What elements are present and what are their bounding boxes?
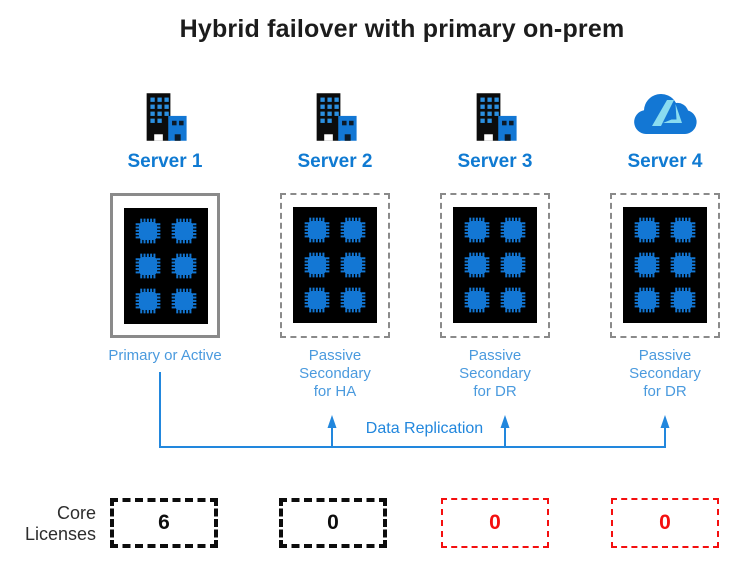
license-count-server-1: 6	[158, 511, 170, 534]
server-2-role-label: Passive Secondary for HA	[299, 347, 371, 400]
server-2-box	[280, 193, 390, 338]
data-replication-label: Data Replication	[365, 420, 484, 437]
server-3-cpu-panel	[453, 207, 537, 323]
license-box-server-4: 0	[611, 498, 719, 548]
building-icon	[316, 93, 357, 141]
server-4-cpu-panel	[623, 207, 707, 323]
server-4-role-label: Passive Secondary for DR	[629, 347, 701, 400]
server-4-chip-grid	[633, 216, 697, 314]
server-1-box	[110, 193, 220, 338]
server-column-1: Server 1	[108, 0, 222, 480]
cpu-chip-icon	[634, 252, 660, 278]
cpu-chip-icon	[340, 287, 366, 313]
cpu-chip-icon	[464, 252, 490, 278]
cpu-chip-icon	[340, 217, 366, 243]
cpu-chip-icon	[171, 218, 197, 244]
server-column-4: Server 4	[610, 0, 720, 480]
cpu-chip-icon	[135, 218, 161, 244]
server-3-name: Server 3	[457, 151, 533, 172]
cpu-chip-icon	[304, 217, 330, 243]
server-3-role-label: Passive Secondary for DR	[459, 347, 531, 400]
server-1-chip-grid	[134, 217, 198, 315]
cpu-chip-icon	[135, 288, 161, 314]
server-2-name: Server 2	[297, 151, 373, 172]
core-licenses-label: Core Licenses	[24, 503, 96, 544]
cpu-chip-icon	[464, 217, 490, 243]
azure-cloud-icon	[634, 93, 697, 134]
license-count-server-3: 0	[489, 511, 501, 534]
cpu-chip-icon	[500, 217, 526, 243]
building-icon	[476, 93, 517, 141]
cpu-chip-icon	[464, 287, 490, 313]
license-box-server-3: 0	[441, 498, 549, 548]
server-4-name: Server 4	[627, 151, 703, 172]
cpu-chip-icon	[135, 253, 161, 279]
cpu-chip-icon	[171, 288, 197, 314]
cpu-chip-icon	[304, 287, 330, 313]
cpu-chip-icon	[171, 253, 197, 279]
cpu-chip-icon	[500, 252, 526, 278]
cpu-chip-icon	[304, 252, 330, 278]
license-box-server-1: 6	[110, 498, 218, 548]
server-2-chip-grid	[303, 216, 367, 314]
diagram-title: Hybrid failover with primary on-prem	[179, 15, 625, 43]
license-count-server-2: 0	[327, 511, 339, 534]
cpu-chip-icon	[500, 287, 526, 313]
server-3-box	[440, 193, 550, 338]
building-icon	[146, 93, 187, 141]
license-count-server-4: 0	[659, 511, 671, 534]
server-4-icon-slot	[610, 84, 720, 144]
server-1-role-label: Primary or Active	[108, 347, 222, 364]
server-1-name: Server 1	[127, 151, 203, 172]
cpu-chip-icon	[634, 287, 660, 313]
server-2-icon-slot	[280, 84, 390, 144]
server-3-icon-slot	[440, 84, 550, 144]
server-1-icon-slot	[110, 84, 220, 144]
server-column-2: Server 2	[280, 0, 390, 480]
server-column-3: Server 3	[440, 0, 550, 480]
license-box-server-2: 0	[279, 498, 387, 548]
server-3-chip-grid	[463, 216, 527, 314]
server-1-cpu-panel	[124, 208, 208, 324]
cpu-chip-icon	[670, 252, 696, 278]
server-4-box	[610, 193, 720, 338]
cpu-chip-icon	[340, 252, 366, 278]
cpu-chip-icon	[670, 287, 696, 313]
cpu-chip-icon	[634, 217, 660, 243]
server-2-cpu-panel	[293, 207, 377, 323]
cpu-chip-icon	[670, 217, 696, 243]
